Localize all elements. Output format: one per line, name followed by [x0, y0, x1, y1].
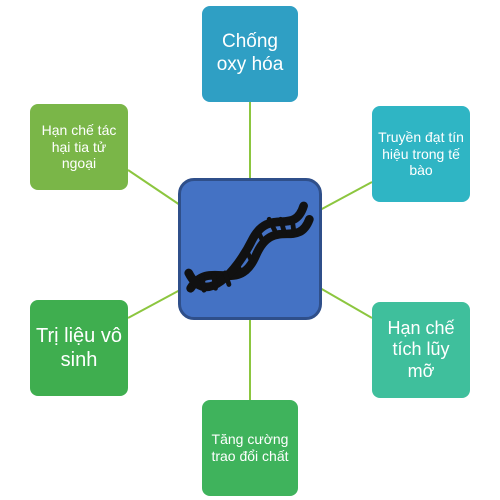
- node-han-che-tich-luy-mo: Hạn chế tích lũy mỡ: [372, 302, 470, 398]
- dna-rung: [211, 272, 218, 291]
- connector-right: [319, 287, 373, 319]
- node-label: Hạn chế tác hại tia tử ngoại: [41, 121, 117, 172]
- dna-rung: [289, 216, 297, 236]
- dna-rung: [234, 260, 245, 278]
- connector-top-left: [127, 169, 181, 206]
- dna-rung: [266, 216, 278, 234]
- connector-left: [127, 289, 181, 319]
- node-label: Hạn chế tích lũy mỡ: [387, 317, 455, 381]
- dna-rung: [278, 216, 287, 236]
- connector-top-right: [319, 181, 373, 211]
- dna-rung: [243, 247, 255, 264]
- center-dna-box: [178, 178, 322, 320]
- dna-rung: [199, 274, 207, 293]
- node-han-che-tac-hai-tia-tu-ngoai: Hạn chế tác hại tia tử ngoại: [30, 104, 128, 190]
- node-label: Tăng cường trao đổi chất: [211, 431, 289, 464]
- node-tang-cuong-trao-doi-chat: Tăng cường trao đổi chất: [202, 400, 298, 496]
- dna-rung: [255, 228, 266, 245]
- node-label: Trị liệu vô sinh: [36, 325, 122, 371]
- node-label: Truyền đạt tín hiệu trong tế bào: [378, 128, 464, 179]
- node-truyen-dat-tin-hieu: Truyền đạt tín hiệu trong tế bào: [372, 106, 470, 202]
- dna-icon: [184, 201, 314, 293]
- node-tri-lieu-vo-sinh: Trị liệu vô sinh: [30, 300, 128, 396]
- node-label: Chống oxy hóa: [216, 31, 284, 75]
- node-chong-oxy-hoa: Chống oxy hóa: [202, 6, 298, 102]
- dna-rung: [222, 270, 232, 287]
